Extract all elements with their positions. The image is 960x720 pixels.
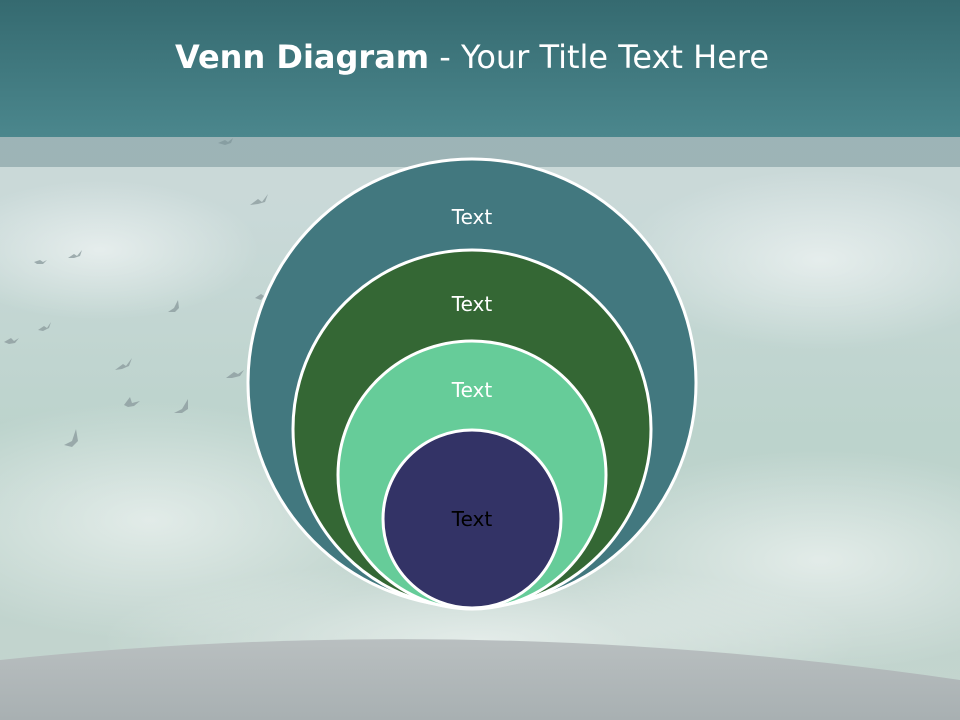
- circle-4-shape: [381, 428, 563, 610]
- bird-silhouettes: [4, 138, 268, 447]
- circle-1-label: Text: [451, 205, 493, 229]
- circle-3-label: Text: [451, 378, 493, 402]
- title-bar: [0, 0, 960, 137]
- ground-horizon: [0, 639, 960, 720]
- title-rest-text: - Your Title Text Here: [429, 38, 770, 76]
- title-bold-text: Venn Diagram: [174, 38, 430, 76]
- cloud: [0, 180, 260, 320]
- cloud: [620, 170, 960, 350]
- circle-2-label: Text: [451, 292, 493, 316]
- circle-4-label: Text: [451, 507, 493, 531]
- slide-title: Venn Diagram - Your Title Text Here: [0, 38, 944, 76]
- circle-4[interactable]: Text: [381, 428, 563, 610]
